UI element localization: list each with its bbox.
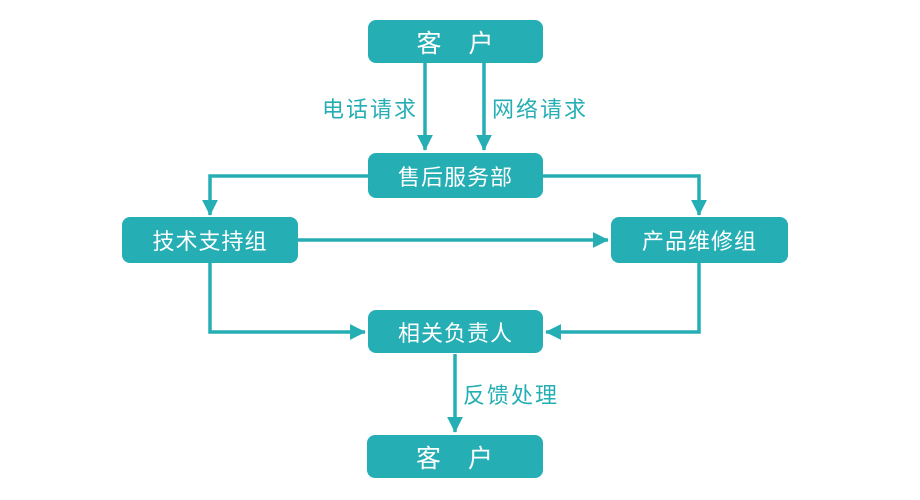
node-tech-support-group: 技术支持组	[122, 217, 298, 263]
node-responsible-person: 相关负责人	[368, 310, 543, 353]
node-customer-bottom: 客 户	[367, 435, 543, 478]
edge-label-web-request: 网络请求	[492, 98, 589, 123]
node-customer-top: 客 户	[368, 20, 543, 63]
edge-dept-to-product-repair	[543, 174, 707, 216]
edge-repair-to-responsible	[545, 263, 701, 340]
edge-tech-to-responsible	[208, 263, 366, 340]
node-after-sales-dept: 售后服务部	[368, 153, 543, 198]
edge-label-feedback-processing: 反馈处理	[463, 384, 560, 409]
node-product-repair-group: 产品维修组	[611, 217, 788, 263]
edge-label-phone-request: 电话请求	[321, 98, 418, 123]
edge-dept-to-tech-support	[202, 174, 368, 216]
